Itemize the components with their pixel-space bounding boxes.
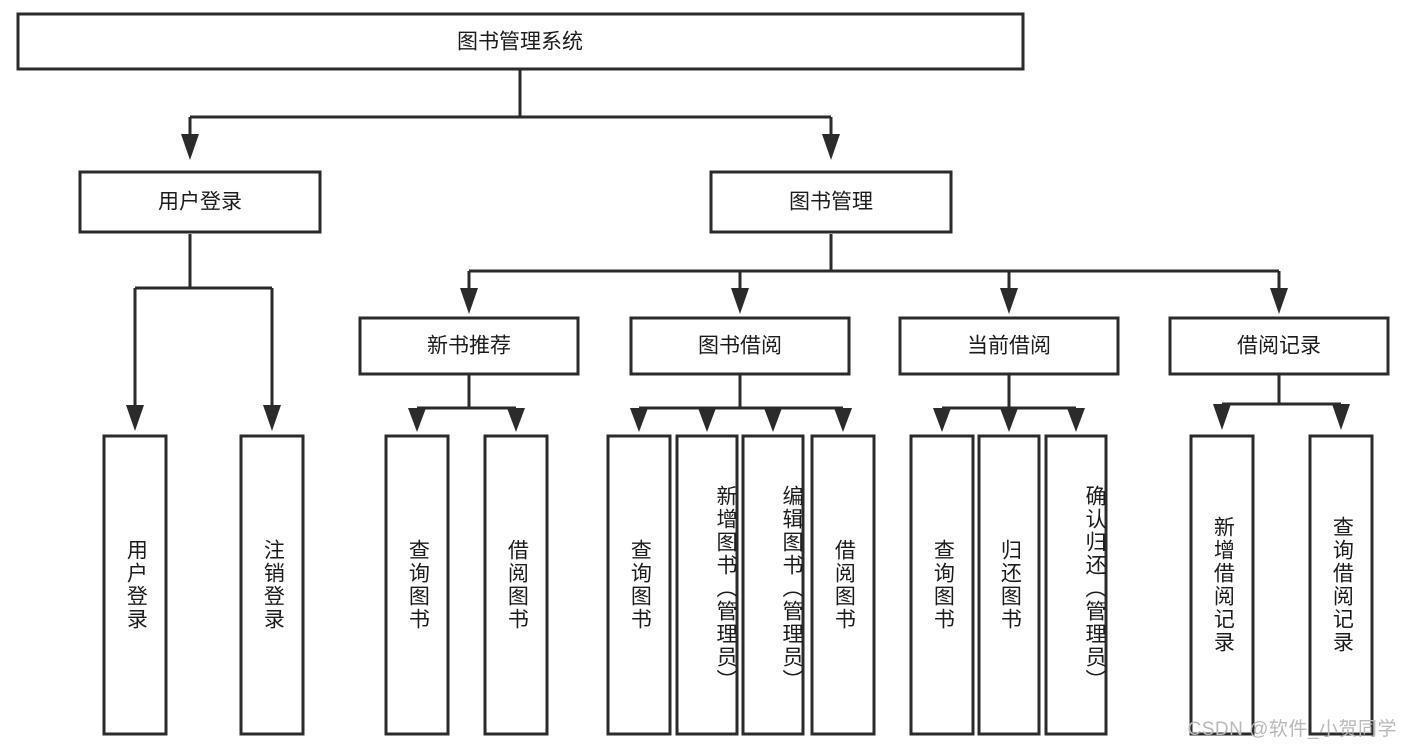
node-user-login-label: 用户登录 — [158, 191, 242, 214]
leaf-box-edit-book[interactable] — [741, 434, 805, 736]
node-current-borrow-label: 当前借阅 — [967, 335, 1051, 358]
connector-group-new-book-rec — [408, 375, 525, 432]
arrow-head-leaf-query-record — [1332, 404, 1350, 430]
node-borrow-record-label: 借阅记录 — [1237, 335, 1321, 358]
connector-group-book-manage — [460, 234, 1288, 314]
arrow-head-leaf-user-login — [126, 405, 144, 431]
arrow-head-leaf-borrow-book-b — [834, 408, 852, 432]
leaf-box-borrow-book-a[interactable] — [483, 434, 549, 736]
arrow-head-leaf-borrow-book-a — [507, 408, 525, 432]
csdn-watermark: CSDN @软件_小贺同学 — [1187, 719, 1397, 740]
leaf-boxes — [102, 434, 1374, 736]
arrow-head-new-book-rec — [460, 288, 478, 314]
arrow-head-leaf-query-book-a — [408, 408, 426, 432]
node-new-book-rec[interactable]: 新书推荐 — [358, 316, 580, 376]
arrow-head-borrow-record — [1270, 288, 1288, 314]
node-book-manage-label: 图书管理 — [789, 191, 873, 214]
leaf-box-add-record[interactable] — [1189, 434, 1255, 736]
node-root[interactable]: 图书管理系统 — [16, 12, 1025, 71]
node-book-borrow-box[interactable] — [629, 316, 851, 376]
arrow-head-book-manage — [822, 134, 840, 160]
connector-group-user-login — [126, 234, 281, 431]
arrow-head-leaf-logout — [263, 405, 281, 431]
node-book-borrow[interactable]: 图书借阅 — [629, 316, 851, 376]
leaf-box-query-book-b[interactable] — [606, 434, 672, 736]
leaf-box-return-book[interactable] — [977, 434, 1041, 736]
node-root-label: 图书管理系统 — [457, 31, 583, 54]
connector-group-borrow-record — [1213, 375, 1350, 430]
arrow-head-leaf-query-book-b — [630, 408, 648, 432]
connector-group-root — [181, 69, 840, 160]
node-book-borrow-label: 图书借阅 — [698, 335, 782, 358]
arrow-head-leaf-return-book — [1000, 408, 1018, 432]
leaf-box-borrow-book-b[interactable] — [810, 434, 876, 736]
node-user-login[interactable]: 用户登录 — [78, 170, 322, 234]
leaf-box-query-book-c[interactable] — [909, 434, 975, 736]
arrow-head-book-borrow — [731, 288, 749, 314]
connector-group-book-borrow — [630, 375, 852, 432]
arrow-head-leaf-add-record — [1213, 404, 1231, 430]
arrow-head-leaf-add-book — [698, 408, 716, 432]
arrow-head-leaf-confirm-return — [1067, 408, 1085, 432]
leaf-box-confirm-return[interactable] — [1044, 434, 1108, 736]
arrow-head-user-login — [181, 134, 199, 160]
node-book-manage-box[interactable] — [709, 170, 953, 234]
leaf-box-user-login[interactable] — [102, 434, 168, 736]
node-root-box[interactable] — [16, 12, 1025, 71]
leaf-box-add-book[interactable] — [675, 434, 739, 736]
leaf-box-query-record[interactable] — [1308, 434, 1374, 736]
arrow-head-leaf-query-book-c — [933, 408, 951, 432]
node-current-borrow[interactable]: 当前借阅 — [898, 316, 1120, 376]
node-current-borrow-box[interactable] — [898, 316, 1120, 376]
node-borrow-record[interactable]: 借阅记录 — [1168, 316, 1390, 376]
node-book-manage[interactable]: 图书管理 — [709, 170, 953, 234]
node-new-book-rec-label: 新书推荐 — [427, 335, 511, 358]
connector-group-current-borrow — [933, 375, 1085, 432]
leaf-box-query-book-a[interactable] — [384, 434, 450, 736]
leaf-box-logout[interactable] — [239, 434, 305, 736]
node-borrow-record-box[interactable] — [1168, 316, 1390, 376]
arrow-head-current-borrow — [1000, 288, 1018, 314]
node-new-book-rec-box[interactable] — [358, 316, 580, 376]
arrow-head-leaf-edit-book — [764, 408, 782, 432]
node-user-login-box[interactable] — [78, 170, 322, 234]
